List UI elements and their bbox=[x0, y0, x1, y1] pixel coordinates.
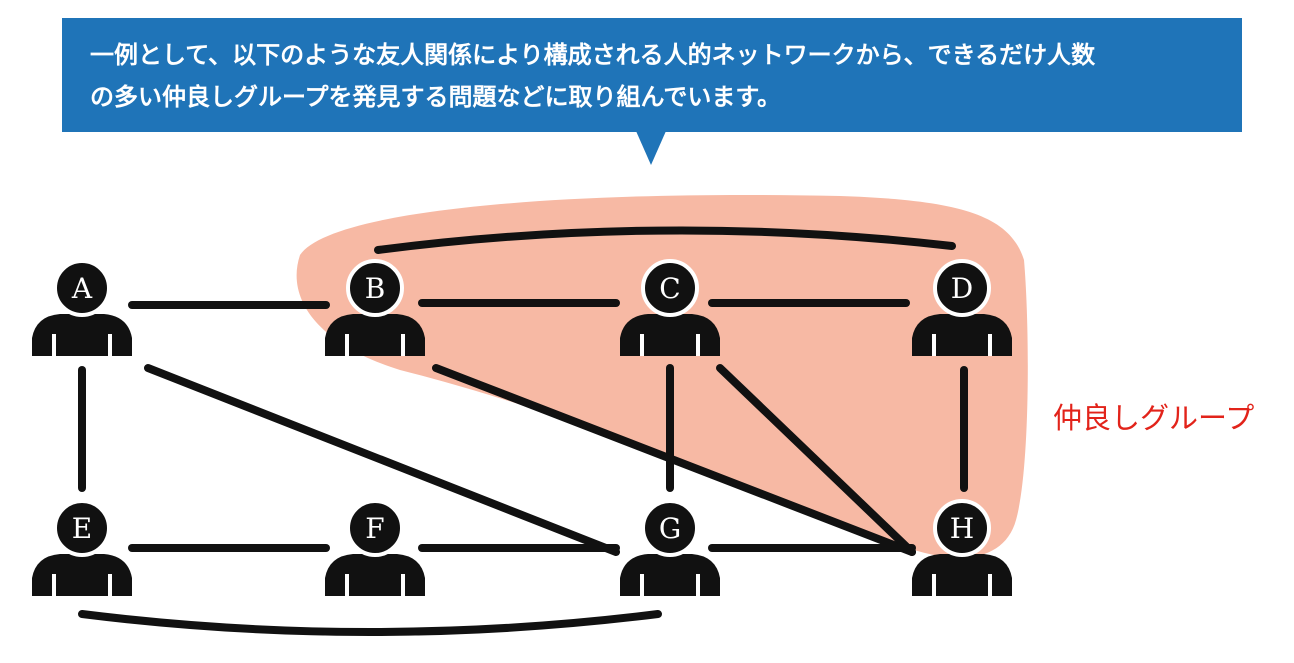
person-nodes: A B C D E F G H bbox=[32, 259, 1012, 596]
person-label: H bbox=[950, 512, 974, 545]
person-label: D bbox=[951, 272, 973, 305]
person-node-h: H bbox=[912, 499, 1012, 596]
person-body-icon bbox=[912, 314, 1012, 356]
person-label: C bbox=[659, 272, 680, 305]
callout-line-1: 一例として、以下のような友人関係により構成される人的ネットワークから、できるだけ… bbox=[90, 41, 1096, 69]
person-label: G bbox=[659, 512, 681, 545]
callout-line-2: の多い仲良しグループを発見する問題などに取り組んでいます。 bbox=[90, 83, 781, 111]
person-label: A bbox=[71, 272, 93, 305]
person-head-icon bbox=[53, 499, 111, 557]
callout: 一例として、以下のような友人関係により構成される人的ネットワークから、できるだけ… bbox=[62, 18, 1242, 165]
person-body-icon bbox=[912, 554, 1012, 596]
friendship-edge-a-g bbox=[144, 364, 620, 556]
person-head-icon bbox=[53, 259, 111, 317]
person-node-f: F bbox=[325, 499, 425, 596]
person-body-icon bbox=[325, 554, 425, 596]
person-head-icon bbox=[933, 259, 991, 317]
person-label: E bbox=[72, 512, 92, 545]
person-node-a: A bbox=[32, 259, 132, 356]
friendship-edge-e-g bbox=[78, 610, 662, 636]
person-head-icon bbox=[641, 499, 699, 557]
person-body-icon bbox=[325, 314, 425, 356]
person-head-icon bbox=[641, 259, 699, 317]
friendship-edge-c-h bbox=[716, 364, 916, 556]
person-node-g: G bbox=[620, 499, 720, 596]
person-head-icon bbox=[346, 499, 404, 557]
callout-pointer bbox=[636, 131, 666, 165]
person-body-icon bbox=[620, 314, 720, 356]
person-node-e: E bbox=[32, 499, 132, 596]
person-node-d: D bbox=[912, 259, 1012, 356]
person-label: B bbox=[365, 272, 386, 305]
person-head-icon bbox=[346, 259, 404, 317]
friendship-edges bbox=[78, 226, 968, 636]
person-body-icon bbox=[32, 554, 132, 596]
callout-box bbox=[62, 18, 1242, 132]
person-node-c: C bbox=[620, 259, 720, 356]
friendship-edge-b-d bbox=[374, 226, 956, 254]
person-head-icon bbox=[933, 499, 991, 557]
person-body-icon bbox=[620, 554, 720, 596]
person-body-icon bbox=[32, 314, 132, 356]
person-node-b: B bbox=[325, 259, 425, 356]
group-label: 仲良しグループ bbox=[1053, 401, 1254, 435]
person-label: F bbox=[365, 512, 384, 545]
group-highlight bbox=[296, 194, 1028, 558]
